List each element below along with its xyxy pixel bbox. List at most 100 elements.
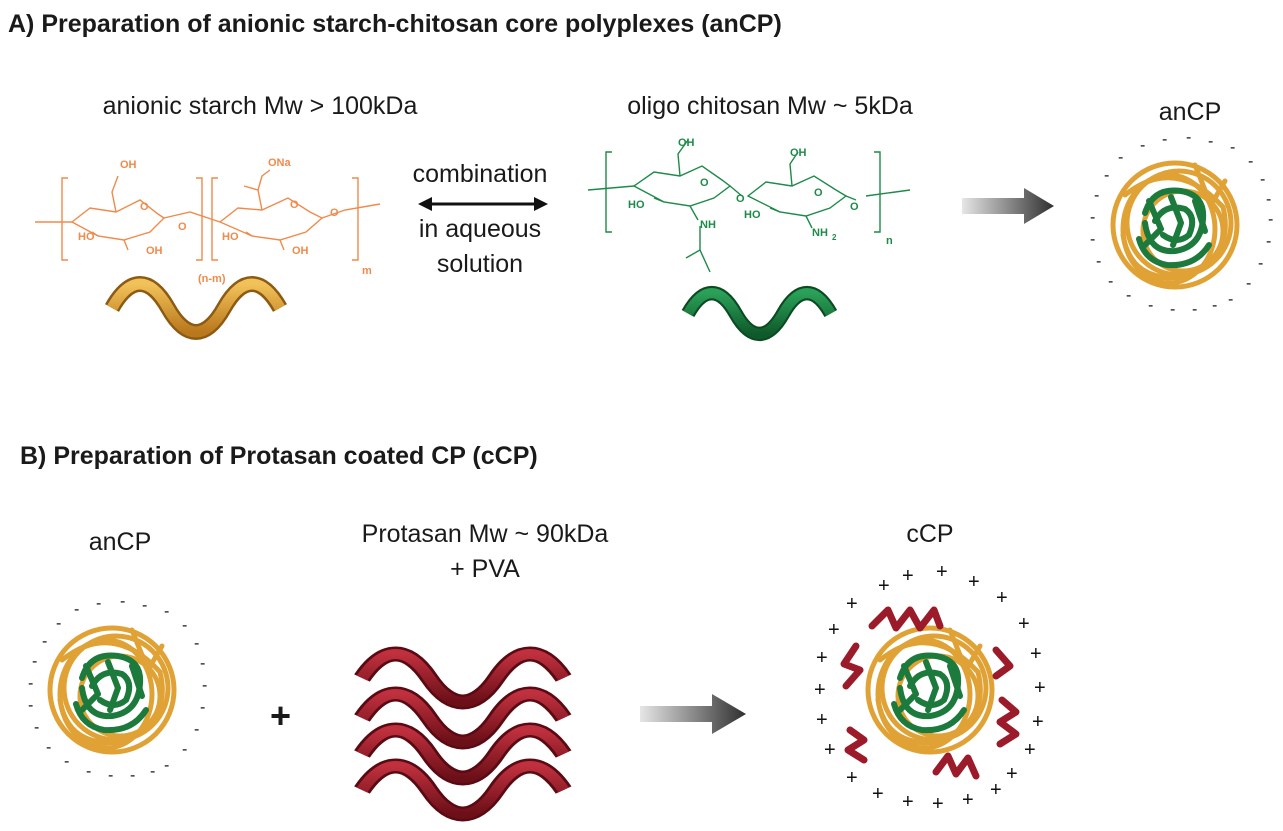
- svg-text:+: +: [1030, 643, 1042, 665]
- chitosan-ribbon: [681, 286, 838, 341]
- svg-text:-: -: [28, 697, 33, 714]
- chitosan-o-4: O: [850, 201, 859, 213]
- combination-line-3: solution: [436, 250, 524, 278]
- protasan-coat-right-lower: [996, 696, 1020, 748]
- svg-text:-: -: [86, 763, 91, 780]
- svg-text:-: -: [1090, 209, 1095, 226]
- chitosan-ho-1: HO: [628, 199, 645, 211]
- chitosan-o-1: O: [700, 177, 709, 189]
- svg-text:-: -: [164, 757, 169, 774]
- combination-line-1: combination: [412, 160, 548, 188]
- starch-ona: ONa: [268, 157, 292, 169]
- plus-sign: +: [270, 695, 292, 736]
- svg-text:-: -: [1246, 275, 1251, 292]
- svg-text:-: -: [1148, 297, 1153, 314]
- starch-ribbon: [112, 284, 280, 332]
- starch-o-1: O: [140, 201, 149, 213]
- chitosan-nh: NH: [700, 219, 716, 231]
- chitosan-oh-1: OH: [678, 137, 695, 149]
- chitosan-oh-2: OH: [790, 147, 807, 159]
- svg-text:-: -: [46, 739, 51, 756]
- chitosan-subscript-n: n: [886, 235, 893, 247]
- svg-text:-: -: [1140, 137, 1145, 154]
- starch-o-4: O: [330, 207, 339, 219]
- svg-text:+: +: [828, 619, 840, 641]
- chitosan-o-2: O: [736, 193, 745, 205]
- protasan-coat-left: [840, 642, 864, 690]
- svg-text:+: +: [1024, 739, 1036, 761]
- svg-text:-: -: [1186, 129, 1191, 146]
- svg-text:-: -: [142, 597, 147, 614]
- starch-subscript-m: m: [362, 265, 372, 277]
- svg-text:-: -: [120, 593, 125, 610]
- svg-text:+: +: [816, 709, 828, 731]
- reaction-arrow-b: [640, 694, 746, 734]
- svg-text:-: -: [1192, 301, 1197, 318]
- svg-text:-: -: [34, 719, 39, 736]
- svg-text:-: -: [108, 767, 113, 784]
- anionic-starch-structure: [35, 169, 381, 261]
- negative-charges-a: ----- -- -- -- -- -- -- -- -- ----: [1090, 129, 1273, 318]
- svg-text:-: -: [194, 635, 199, 652]
- svg-text:+: +: [932, 793, 944, 815]
- starch-ho-2: HO: [222, 231, 239, 243]
- starch-oh-3: OH: [292, 245, 309, 257]
- svg-text:-: -: [1118, 149, 1123, 166]
- section-a-heading: A) Preparation of anionic starch-chitosa…: [8, 10, 782, 38]
- svg-text:-: -: [96, 595, 101, 612]
- svg-text:-: -: [1266, 233, 1271, 250]
- svg-text:-: -: [130, 767, 135, 784]
- starch-oh-1: OH: [120, 159, 137, 171]
- svg-text:-: -: [42, 633, 47, 650]
- svg-text:+: +: [1018, 613, 1030, 635]
- svg-text:-: -: [74, 601, 79, 618]
- svg-text:-: -: [1096, 253, 1101, 270]
- svg-text:+: +: [1032, 711, 1044, 733]
- svg-text:-: -: [164, 603, 169, 620]
- svg-text:-: -: [56, 615, 61, 632]
- starch-oh-2: OH: [146, 245, 163, 257]
- negative-charges-b: ----- -- -- -- -- -- -- -- -- ----: [28, 593, 207, 784]
- ancp-particle-a: [1113, 163, 1237, 287]
- starch-o-2: O: [178, 221, 187, 233]
- svg-text:-: -: [1266, 191, 1271, 208]
- chitosan-o-3: O: [814, 187, 823, 199]
- svg-text:-: -: [32, 653, 37, 670]
- protasan-label-line-2: + PVA: [450, 555, 520, 583]
- svg-text:-: -: [1208, 133, 1213, 150]
- svg-text:+: +: [846, 593, 858, 615]
- chitosan-ho-2: HO: [744, 209, 761, 221]
- ancp-reactant-label: anCP: [88, 528, 152, 556]
- section-b-heading: B) Preparation of Protasan coated CP (cC…: [20, 442, 538, 470]
- svg-text:+: +: [816, 647, 828, 669]
- svg-text:-: -: [1108, 273, 1113, 290]
- svg-text:-: -: [1212, 297, 1217, 314]
- combination-double-arrow: [418, 197, 548, 211]
- svg-text:-: -: [28, 675, 33, 692]
- starch-label: anionic starch Mw > 100kDa: [102, 92, 418, 120]
- svg-text:+: +: [962, 789, 974, 811]
- svg-text:-: -: [1260, 171, 1265, 188]
- protasan-coat-left-lower: [844, 726, 868, 764]
- svg-text:+: +: [936, 561, 948, 583]
- svg-text:-: -: [1248, 153, 1253, 170]
- svg-text:-: -: [1170, 301, 1175, 318]
- svg-text:+: +: [902, 791, 914, 813]
- ccp-product-label: cCP: [906, 520, 954, 548]
- svg-text:-: -: [194, 721, 199, 738]
- starch-o-3: O: [290, 199, 299, 211]
- svg-text:+: +: [968, 571, 980, 593]
- chitosan-nh2-subscript: 2: [832, 233, 837, 242]
- svg-text:-: -: [1230, 139, 1235, 156]
- starch-atom-labels: OH ONa HO OH HO OH O O O O (n-m) m: [78, 157, 372, 285]
- svg-text:-: -: [1094, 187, 1099, 204]
- svg-text:-: -: [202, 677, 207, 694]
- svg-text:+: +: [990, 779, 1002, 801]
- protasan-coat-top: [868, 606, 944, 632]
- svg-text:+: +: [1006, 763, 1018, 785]
- svg-text:-: -: [150, 763, 155, 780]
- svg-text:-: -: [64, 753, 69, 770]
- protasan-label-line-1: Protasan Mw ~ 90kDa: [361, 520, 609, 548]
- chitosan-nh2: NH: [812, 227, 828, 239]
